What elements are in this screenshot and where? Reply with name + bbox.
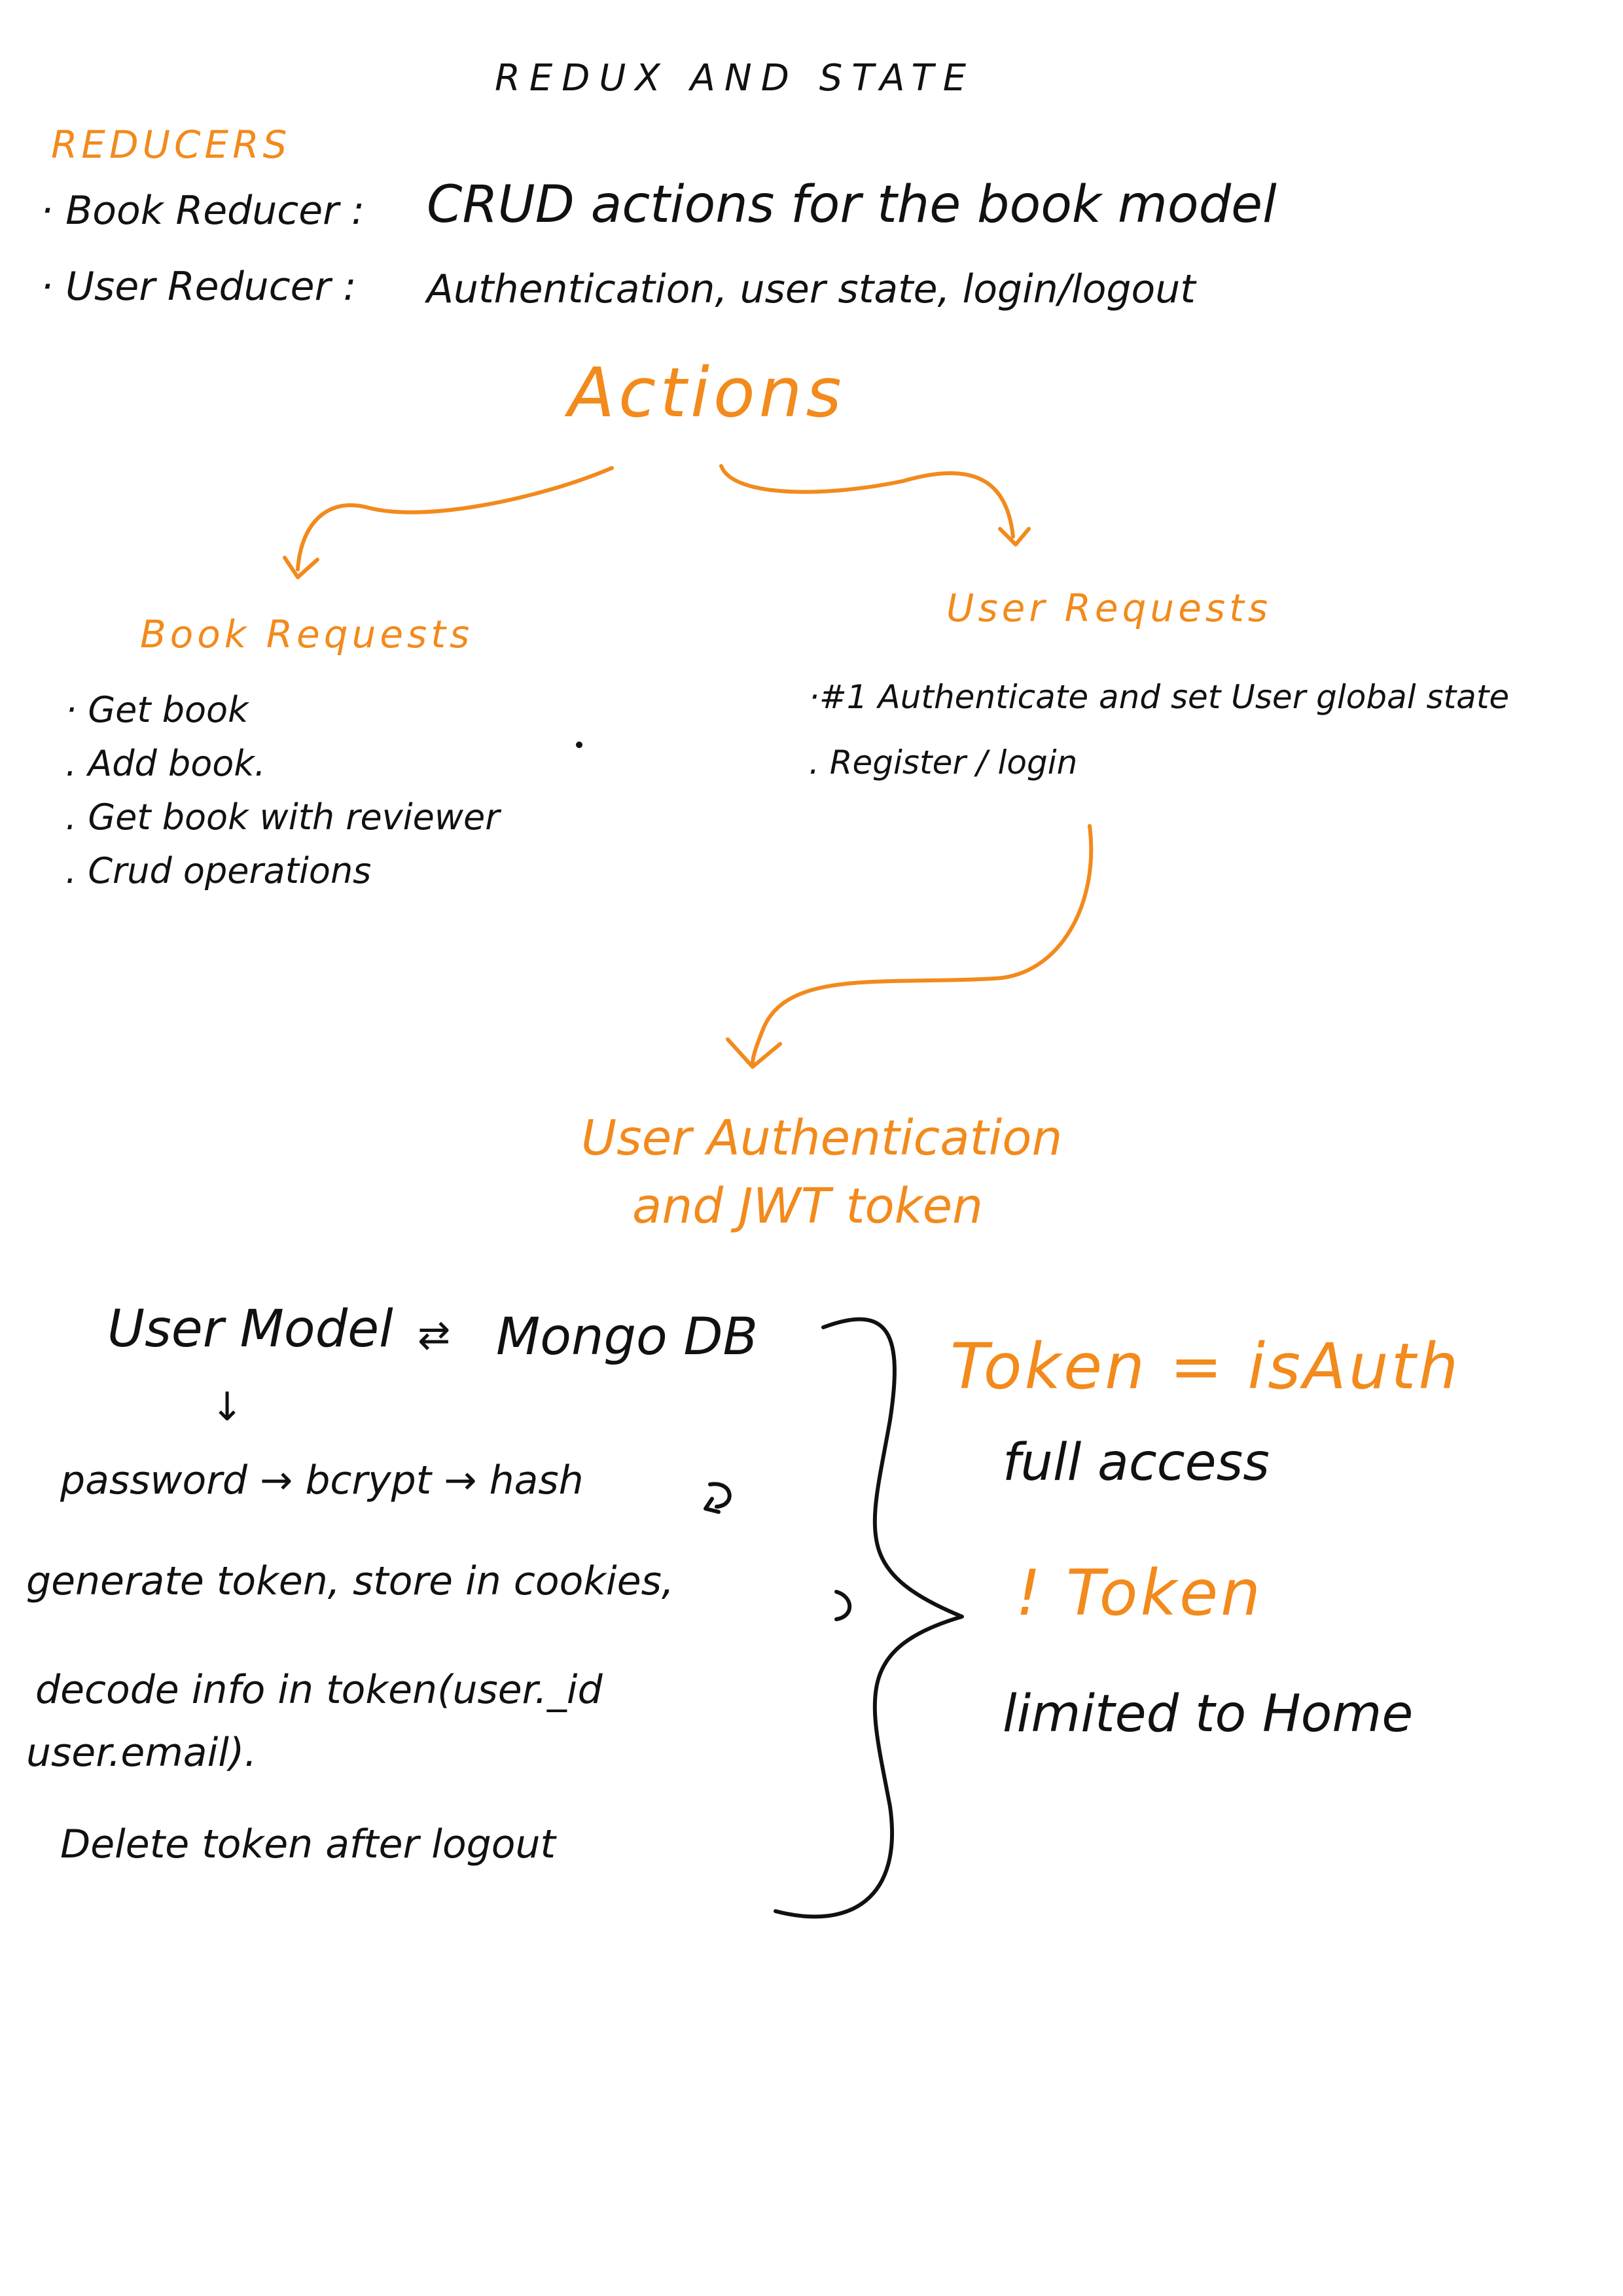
delete-token-line: Delete token after logout	[60, 1821, 556, 1867]
down-arrow: ↓	[211, 1384, 244, 1430]
arrow-actions-to-user	[719, 464, 1015, 539]
book-request-item: . Get book with reviewer	[65, 797, 500, 838]
book-request-item: . Add book.	[65, 743, 266, 784]
token-isauth: Token = isAuth	[950, 1330, 1461, 1403]
book-request-item: . Crud operations	[65, 850, 372, 891]
reducers-heading: REDUCERS	[51, 122, 291, 167]
stray-dot	[576, 742, 582, 748]
decode-info-line-2: user.email).	[26, 1730, 257, 1776]
curly-brace	[774, 1317, 964, 1919]
book-reducer-desc: CRUD actions for the book model	[427, 175, 1277, 234]
auth-heading-line2: and JWT token	[632, 1178, 984, 1234]
bidirectional-arrow: ⇄	[418, 1312, 451, 1358]
book-requests-heading: Book Requests	[140, 612, 474, 656]
book-reducer-label: · Book Reducer :	[41, 188, 365, 234]
arrow-user-to-auth	[751, 824, 1094, 1066]
arrowhead-book	[283, 556, 319, 579]
user-reducer-label: · User Reducer :	[41, 264, 357, 310]
limited-home-text: limited to Home	[1003, 1685, 1414, 1744]
page-title: REDUX AND STATE	[495, 57, 976, 99]
full-access-text: full access	[1003, 1433, 1270, 1492]
arrowhead-auth	[726, 1037, 782, 1069]
return-arrow-cookies	[834, 1590, 852, 1621]
user-model-label: User Model	[107, 1300, 393, 1359]
mongodb-label: Mongo DB	[496, 1308, 758, 1367]
user-request-item: ·#1 Authenticate and set User global sta…	[809, 678, 1510, 716]
return-arrow-hash	[704, 1482, 732, 1514]
actions-heading: Actions	[568, 353, 846, 433]
decode-info-line: decode info in token(user._id	[35, 1667, 603, 1713]
user-requests-heading: User Requests	[946, 586, 1272, 630]
auth-heading-line1: User Authentication	[581, 1110, 1063, 1166]
book-request-item: · Get book	[65, 689, 249, 730]
arrow-actions-to-book	[296, 466, 614, 571]
user-reducer-desc: Authentication, user state, login/logout	[427, 266, 1196, 312]
generate-token-line: generate token, store in cookies,	[26, 1558, 674, 1604]
no-token: ! Token	[1016, 1556, 1264, 1630]
password-flow: password → bcrypt → hash	[60, 1458, 584, 1503]
user-request-item: . Register / login	[809, 744, 1078, 781]
arrowhead-user	[998, 527, 1031, 547]
